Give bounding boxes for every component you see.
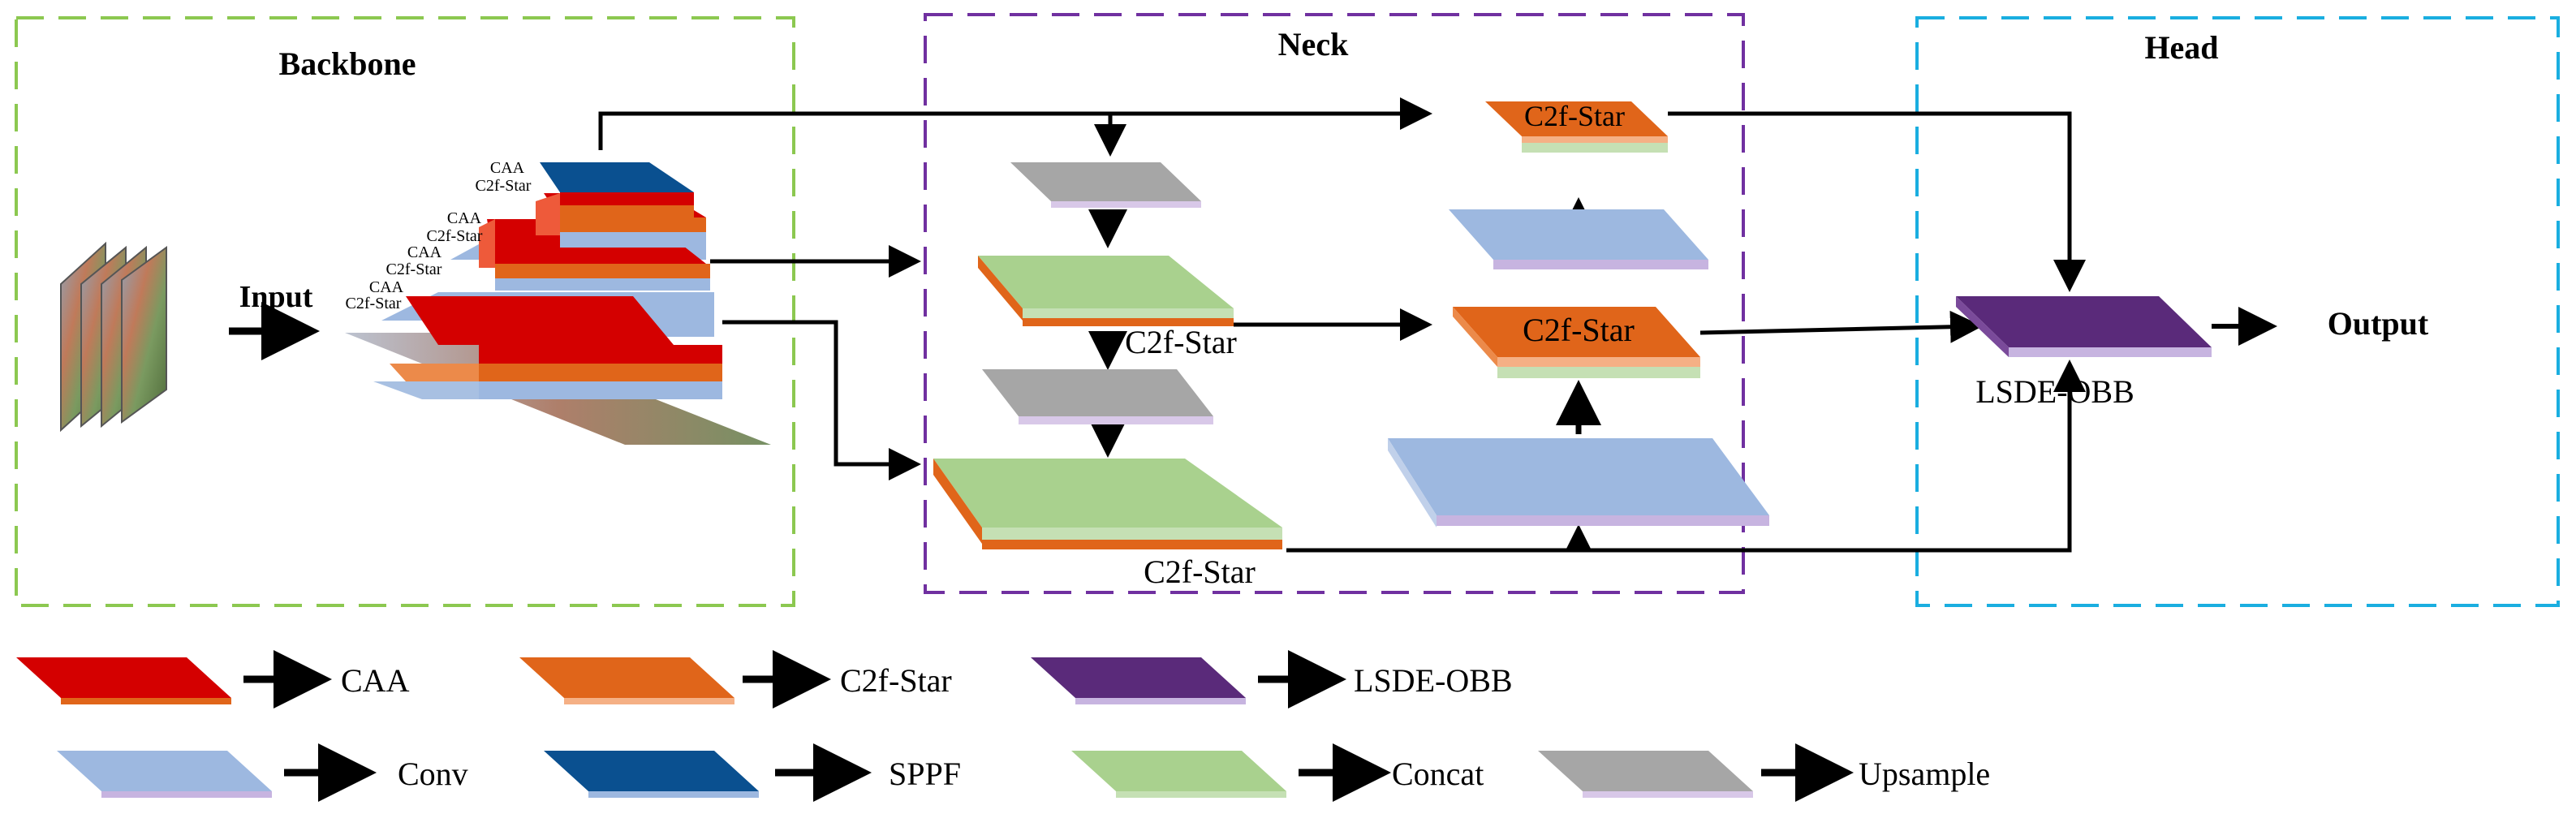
neck-c2f-star-top-block <box>1485 101 1668 153</box>
svg-text:Upsample: Upsample <box>1859 756 1990 792</box>
neck-upsample-1 <box>1010 162 1201 208</box>
neck-concat-1 <box>978 256 1234 326</box>
backbone-pyramid <box>373 162 722 399</box>
head-box <box>1915 16 2560 607</box>
legend-item-sppf: SPPF <box>544 743 961 802</box>
neck-box <box>924 13 1745 594</box>
neck-concat-2 <box>933 459 1282 549</box>
neck-c2f-star-1: C2f-Star <box>1125 324 1237 360</box>
svg-text:CAA: CAA <box>447 209 482 227</box>
svg-text:CAA: CAA <box>341 662 410 699</box>
legend-item-c2f-star: C2f-Star <box>519 650 952 708</box>
svg-text:LSDE-OBB: LSDE-OBB <box>1354 662 1513 699</box>
svg-text:C2f-Star: C2f-Star <box>346 295 402 312</box>
backbone-title: Backbone <box>279 45 416 82</box>
svg-text:C2f-Star: C2f-Star <box>427 227 483 245</box>
svg-text:CAA: CAA <box>490 159 525 177</box>
neck-title: Neck <box>1278 26 1349 62</box>
svg-text:Conv: Conv <box>398 756 468 792</box>
legend-item-conv: Conv <box>57 743 468 802</box>
head-title: Head <box>2144 29 2218 66</box>
backbone-box <box>15 16 795 607</box>
neck-c2f-star-mid-block <box>1453 307 1700 378</box>
neck-c2f-star-3: C2f-Star <box>1523 312 1635 348</box>
input-label: Input <box>239 280 313 314</box>
head-lsde-obb-label: LSDE-OBB <box>1975 373 2134 410</box>
neck-conv-top <box>1449 209 1708 269</box>
neck-conv-bottom <box>1388 438 1769 528</box>
legend: CAA C2f-Star LSDE-OBB Conv SPPF <box>16 650 1990 802</box>
head-lsde-obb-block <box>1956 296 2212 357</box>
svg-text:SPPF: SPPF <box>889 756 961 792</box>
svg-text:C2f-Star: C2f-Star <box>476 177 532 195</box>
pyramid-labels: CAA C2f-Star CAA C2f-Star CAA C2f-Star C… <box>346 159 532 312</box>
output-label: Output <box>2328 305 2429 342</box>
neck-upsample-2 <box>982 369 1213 424</box>
connection-arrows <box>598 97 2277 553</box>
neck-c2f-star-4: C2f-Star <box>1524 100 1625 132</box>
svg-text:C2f-Star: C2f-Star <box>386 261 442 278</box>
svg-text:Concat: Concat <box>1392 756 1484 792</box>
legend-item-lsde-obb: LSDE-OBB <box>1031 650 1513 708</box>
svg-text:CAA: CAA <box>369 278 404 296</box>
input-image-stack <box>60 241 167 433</box>
legend-item-upsample: Upsample <box>1538 743 1990 802</box>
neck-c2f-star-2: C2f-Star <box>1144 553 1256 590</box>
svg-text:C2f-Star: C2f-Star <box>840 662 952 699</box>
legend-item-caa: CAA <box>16 650 410 708</box>
svg-text:CAA: CAA <box>407 243 442 261</box>
legend-item-concat: Concat <box>1071 743 1484 802</box>
